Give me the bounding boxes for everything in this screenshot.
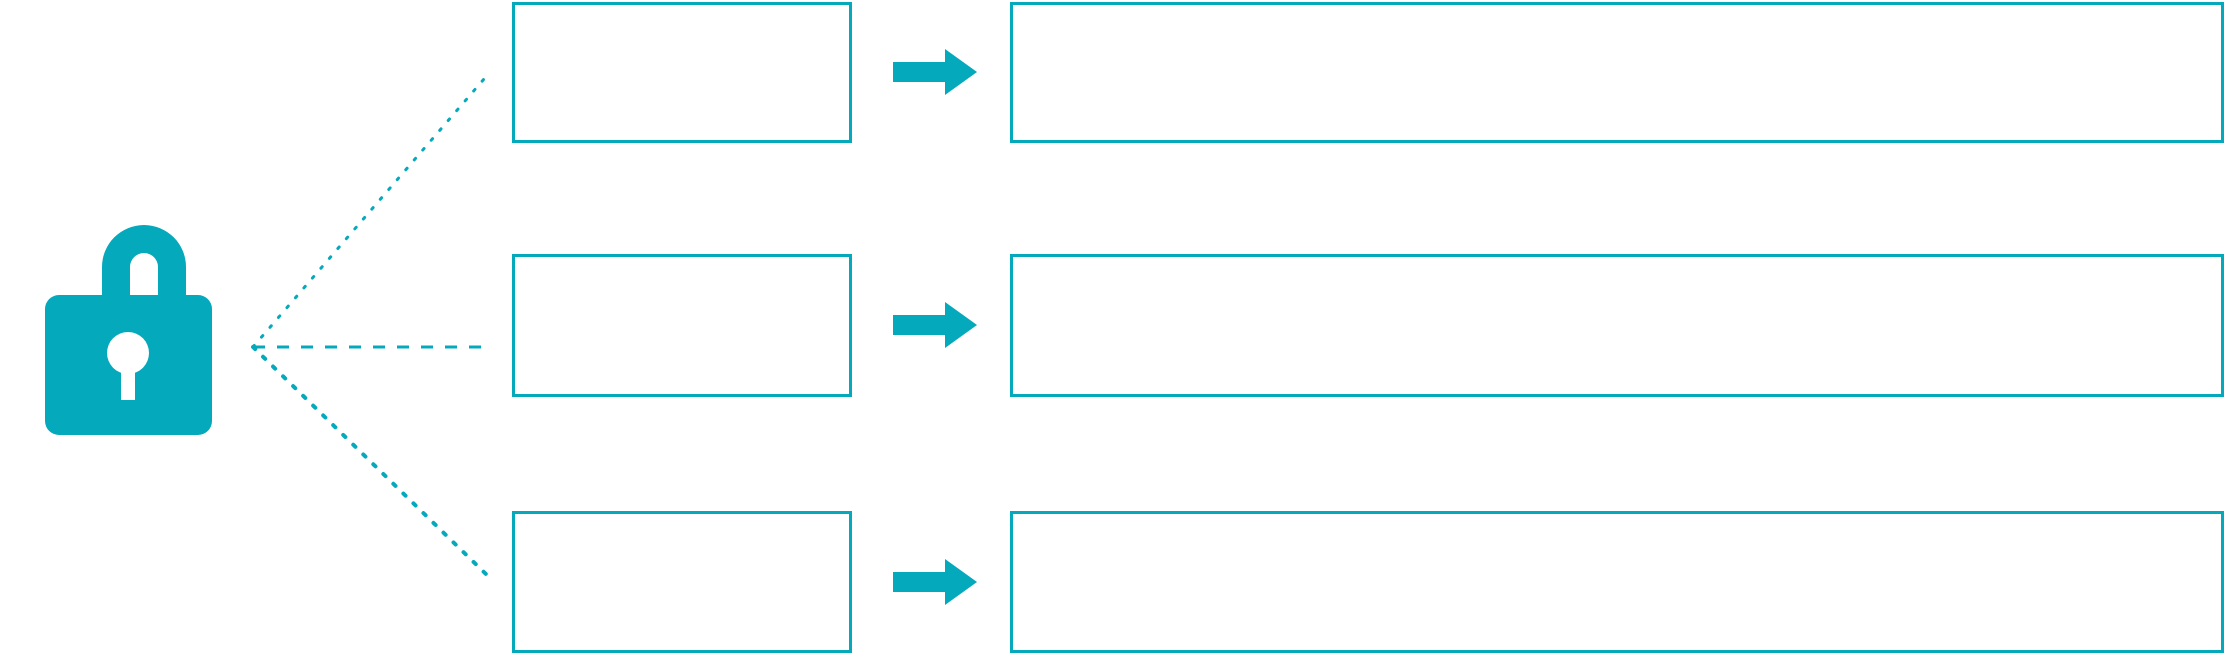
arrow-right-icon-row-1	[893, 49, 977, 95]
right-box-row-1[interactable]	[1010, 2, 2224, 143]
left-box-row-2[interactable]	[512, 254, 852, 397]
lock-icon	[28, 205, 228, 450]
right-box-row-1-text	[1013, 5, 2221, 25]
arrow-right-icon-row-3	[893, 559, 977, 605]
left-box-row-1[interactable]	[512, 2, 852, 143]
left-box-row-3[interactable]	[512, 511, 852, 653]
connector-line-row-1	[251, 70, 492, 349]
right-box-row-2[interactable]	[1010, 254, 2224, 397]
arrow-right-icon-row-2	[893, 302, 977, 348]
left-box-row-1-text	[515, 5, 849, 25]
left-box-row-3-text	[515, 514, 849, 534]
right-box-row-3[interactable]	[1010, 511, 2224, 653]
connector-line-row-3	[251, 345, 492, 580]
right-box-row-3-text	[1013, 514, 2221, 534]
right-box-row-2-text	[1013, 257, 2221, 277]
left-box-row-2-text	[515, 257, 849, 277]
